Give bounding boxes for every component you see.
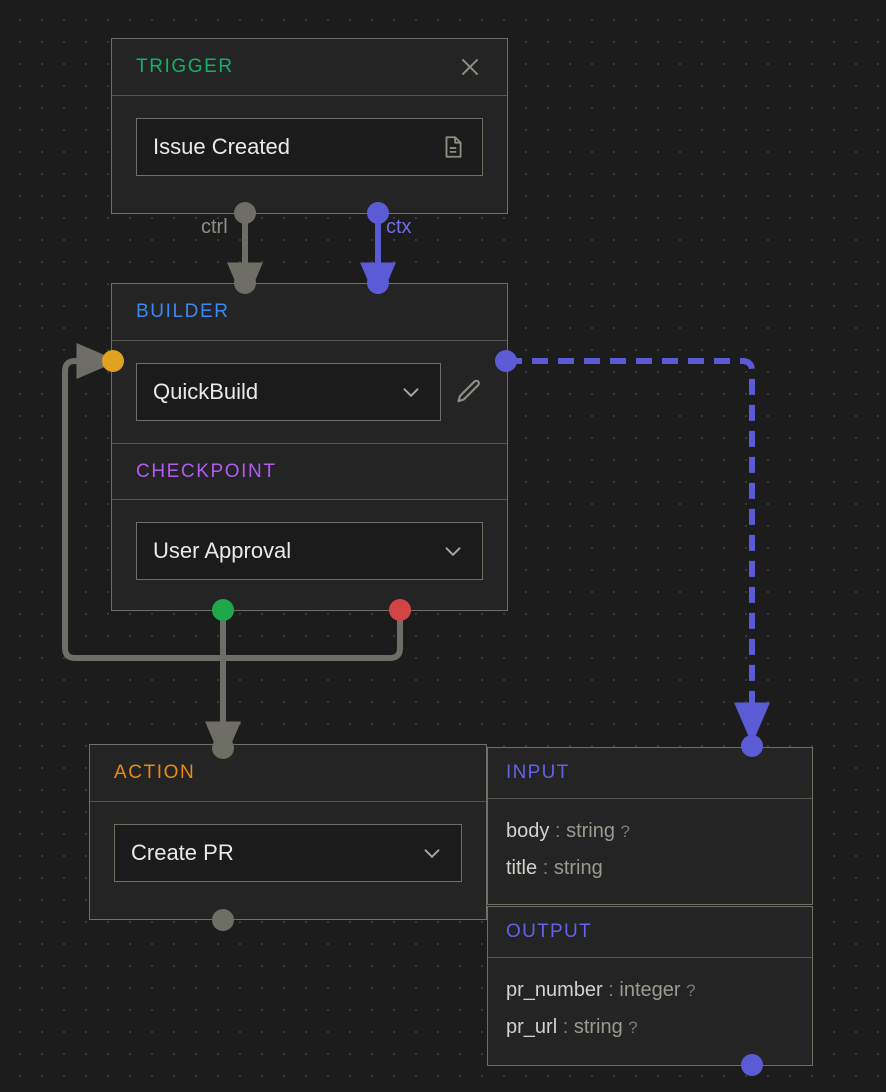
edge-label-ctrl: ctrl	[201, 216, 228, 238]
field-name: pr_url	[506, 1016, 558, 1038]
field-sep: :	[562, 1016, 569, 1038]
checkpoint-select[interactable]: User Approval	[136, 522, 483, 580]
output-field-row: pr_number : integer ?	[506, 972, 794, 1009]
action-body: Create PR	[90, 802, 486, 904]
node-trigger[interactable]: TRIGGER Issue Created	[111, 38, 508, 214]
action-select[interactable]: Create PR	[114, 824, 462, 882]
trigger-event-field[interactable]: Issue Created	[136, 118, 483, 176]
checkpoint-title: CHECKPOINT	[136, 460, 277, 482]
node-builder[interactable]: BUILDER QuickBuild CHECKPOINT	[111, 283, 508, 611]
document-icon[interactable]	[440, 134, 466, 160]
trigger-event-value: Issue Created	[153, 134, 290, 159]
edge-label-ctx: ctx	[386, 216, 412, 238]
field-type: string	[573, 1016, 623, 1038]
port-checkpoint-approve[interactable]	[212, 599, 234, 621]
field-optional: ?	[628, 1018, 638, 1037]
port-builder-ctx-out[interactable]	[495, 350, 517, 372]
builder-select[interactable]: QuickBuild	[136, 363, 441, 421]
field-sep: :	[608, 979, 614, 1001]
input-fields: body : string ? title : string	[488, 799, 812, 903]
input-field-row: body : string ?	[506, 813, 794, 850]
action-select-value: Create PR	[131, 840, 234, 865]
chevron-down-icon[interactable]	[440, 538, 466, 564]
port-trigger-ctrl-out[interactable]	[234, 202, 256, 224]
field-sep: :	[554, 820, 561, 842]
builder-title: BUILDER	[136, 301, 230, 322]
checkpoint-select-value: User Approval	[153, 538, 292, 563]
port-builder-retry-in[interactable]	[102, 350, 124, 372]
port-action-ctrl-out[interactable]	[212, 909, 234, 931]
builder-select-value: QuickBuild	[153, 379, 259, 404]
panel-input[interactable]: INPUT body : string ? title : string	[487, 747, 813, 905]
builder-body: QuickBuild	[112, 341, 507, 443]
port-trigger-ctx-out[interactable]	[367, 202, 389, 224]
input-title: INPUT	[506, 762, 570, 783]
builder-header: BUILDER	[112, 284, 507, 341]
action-header: ACTION	[90, 745, 486, 802]
port-builder-ctx-in[interactable]	[367, 272, 389, 294]
field-type: integer	[619, 979, 681, 1001]
port-builder-ctrl-in[interactable]	[234, 272, 256, 294]
pencil-icon[interactable]	[453, 377, 483, 407]
output-fields: pr_number : integer ? pr_url : string ?	[488, 958, 812, 1062]
port-checkpoint-reject[interactable]	[389, 599, 411, 621]
input-field-row: title : string	[506, 850, 794, 887]
panel-output[interactable]: OUTPUT pr_number : integer ? pr_url : st…	[487, 906, 813, 1066]
chevron-down-icon[interactable]	[398, 379, 424, 405]
field-optional: ?	[620, 822, 630, 841]
field-type: string	[553, 857, 603, 879]
field-type: string	[566, 820, 615, 842]
field-name: title	[506, 857, 538, 879]
checkpoint-body: User Approval	[112, 500, 507, 602]
node-action[interactable]: ACTION Create PR	[89, 744, 487, 920]
output-field-row: pr_url : string ?	[506, 1009, 794, 1046]
port-input-ctx-in[interactable]	[741, 735, 763, 757]
edge-builder-ctx-out	[506, 358, 770, 745]
input-header: INPUT	[488, 748, 812, 799]
chevron-down-icon[interactable]	[419, 840, 445, 866]
field-name: pr_number	[506, 979, 603, 1001]
output-header: OUTPUT	[488, 907, 812, 958]
field-name: body	[506, 820, 550, 842]
trigger-body: Issue Created	[112, 96, 507, 198]
port-output-ctx-out[interactable]	[741, 1054, 763, 1076]
trigger-title: TRIGGER	[136, 56, 234, 77]
close-icon[interactable]	[457, 54, 483, 80]
field-optional: ?	[686, 981, 696, 1000]
output-title: OUTPUT	[506, 921, 592, 942]
trigger-header: TRIGGER	[112, 39, 507, 96]
action-title: ACTION	[114, 762, 196, 783]
port-action-ctrl-in[interactable]	[212, 737, 234, 759]
checkpoint-header: CHECKPOINT	[112, 443, 507, 500]
field-sep: :	[542, 857, 549, 879]
